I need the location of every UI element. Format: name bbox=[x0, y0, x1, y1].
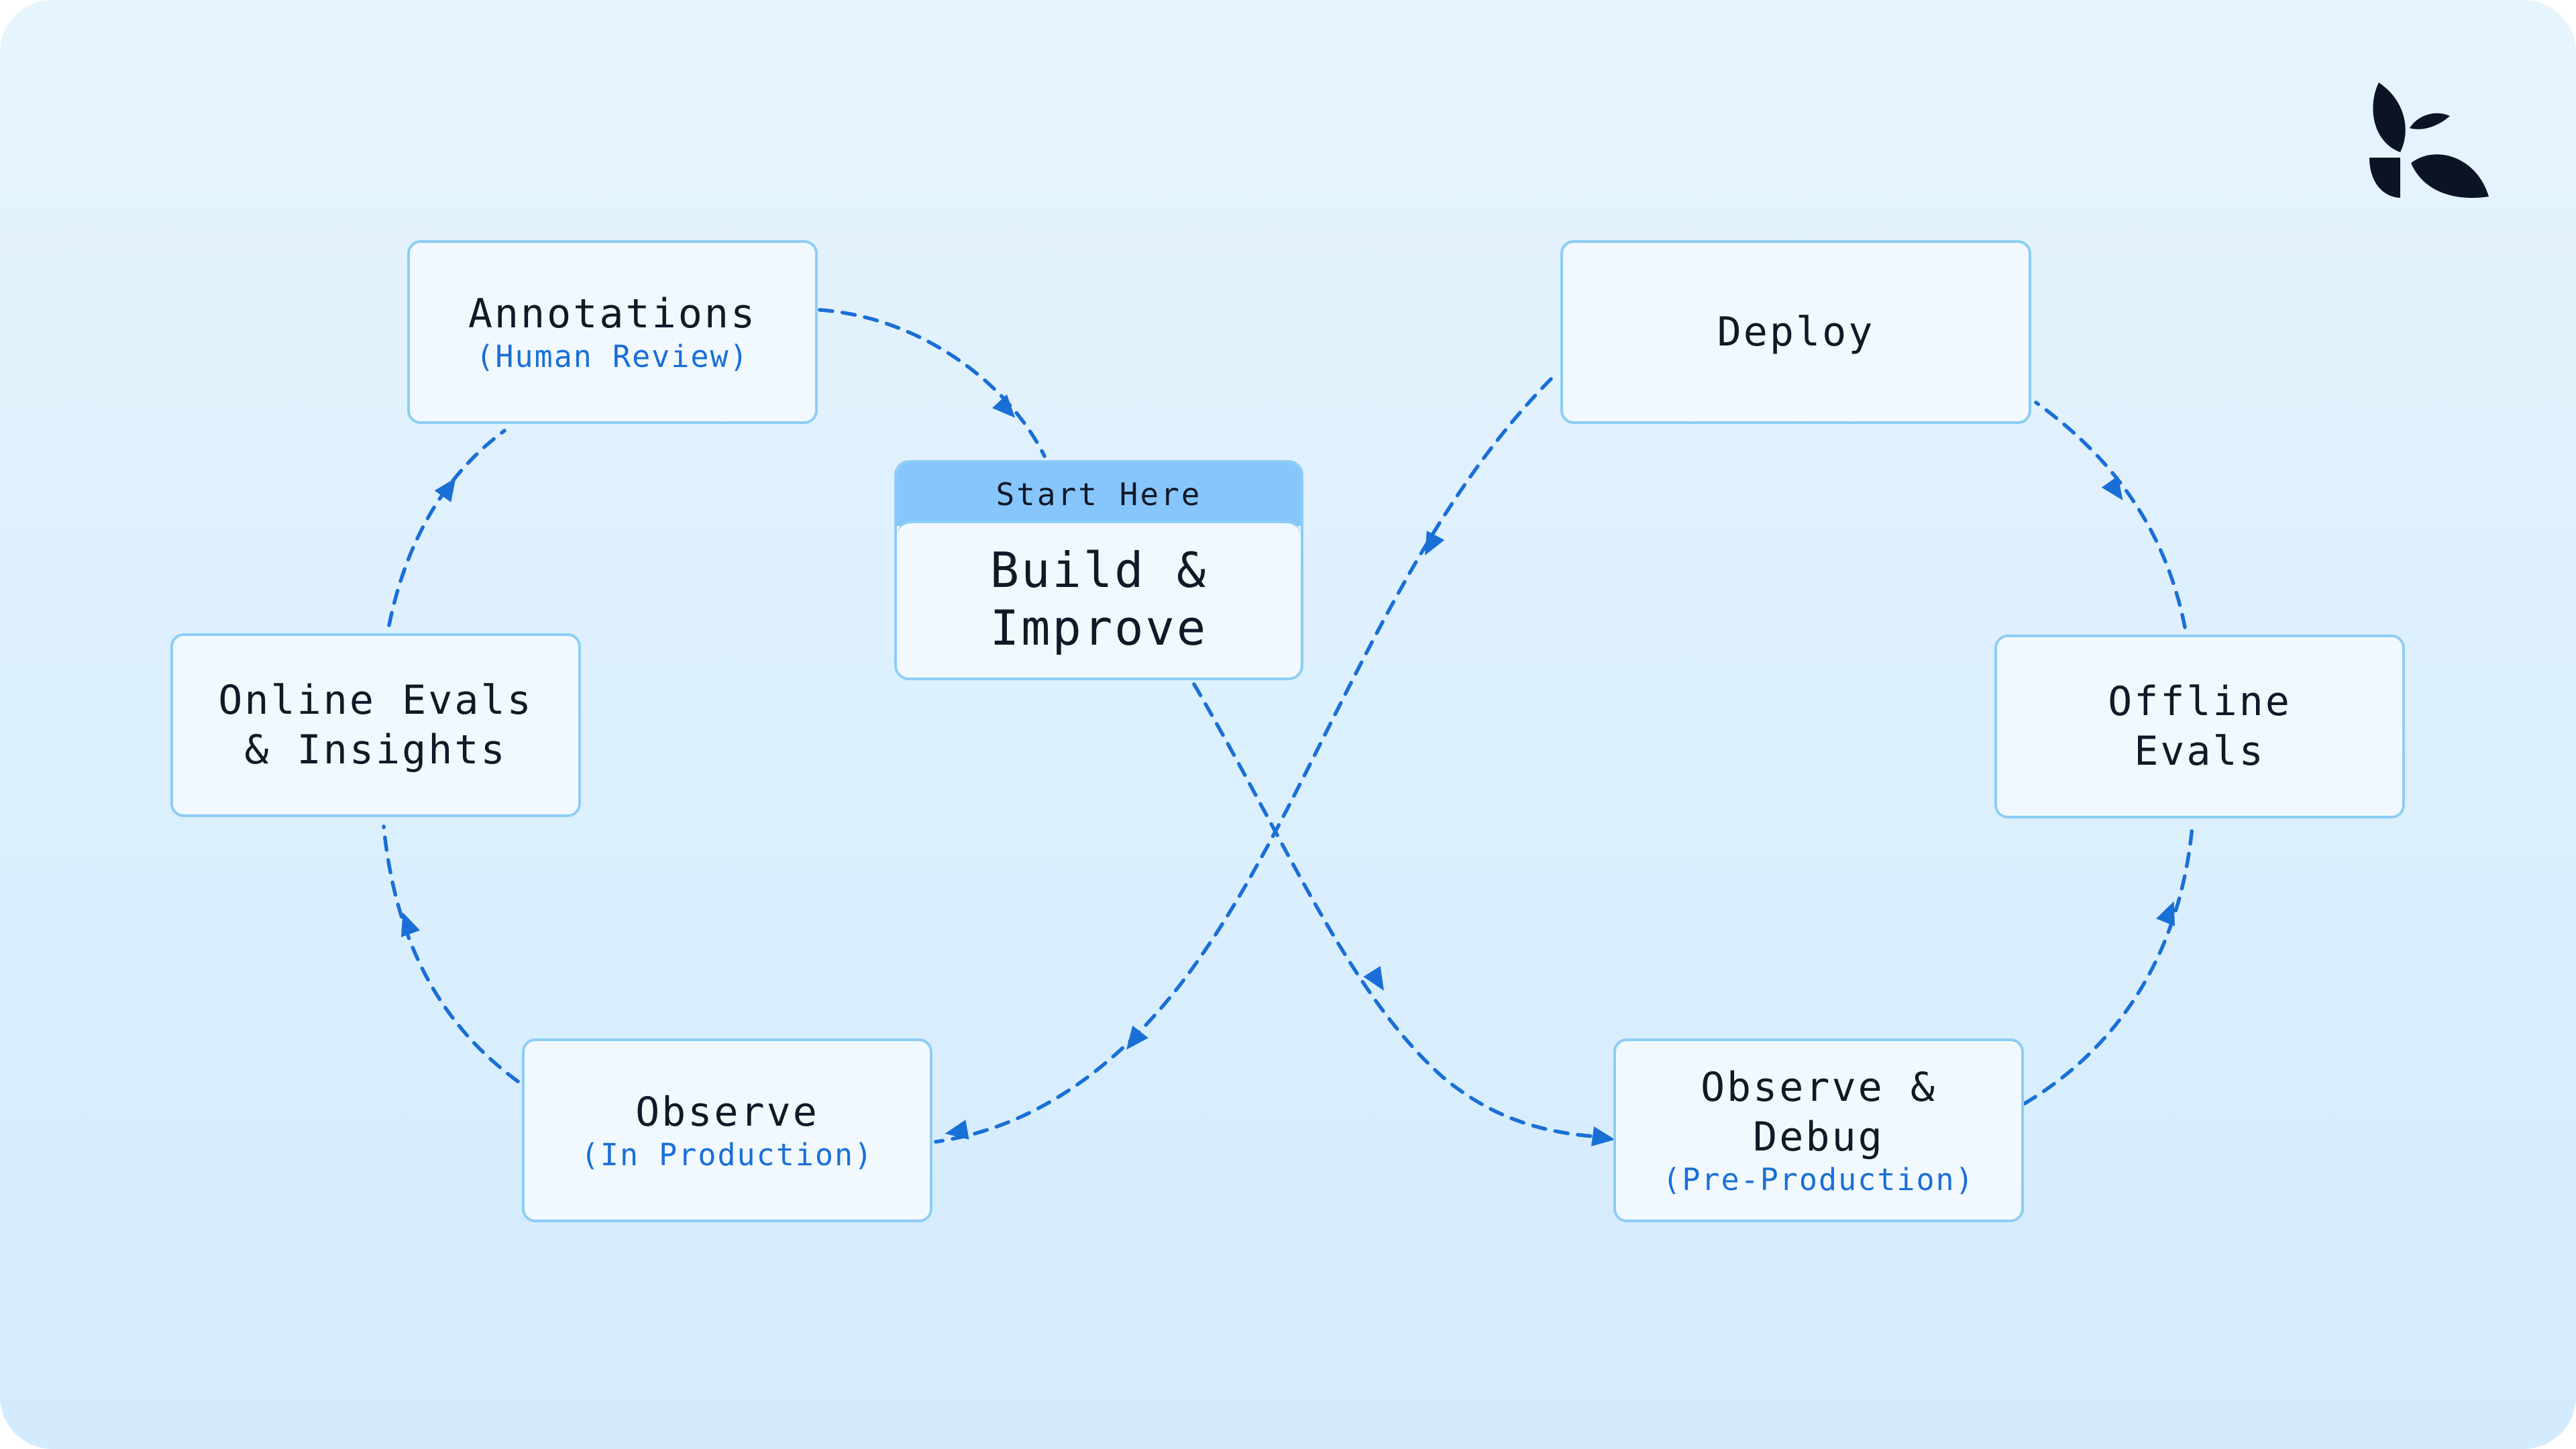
arrowhead bbox=[945, 1120, 969, 1140]
arrow-offline-to-deploy bbox=[2034, 400, 2187, 629]
arrowhead bbox=[2101, 476, 2123, 500]
arrowhead bbox=[1425, 530, 1445, 556]
node-build-improve: Start Here Build & Improve bbox=[894, 460, 1303, 680]
node-online-evals: Online Evals & Insights bbox=[170, 633, 581, 817]
node-title: Offline Evals bbox=[2108, 678, 2292, 775]
node-subtitle: (In Production) bbox=[580, 1137, 874, 1173]
arrowhead bbox=[1126, 1025, 1148, 1050]
arrow-observe-prod-to-online bbox=[382, 824, 520, 1083]
node-title: Deploy bbox=[1717, 309, 1875, 356]
node-annotations: Annotations (Human Review) bbox=[407, 240, 818, 424]
node-title: Observe bbox=[635, 1089, 819, 1136]
arrowhead bbox=[434, 478, 456, 502]
node-observe-production: Observe (In Production) bbox=[522, 1038, 932, 1222]
node-title: Observe & Debug bbox=[1700, 1064, 1937, 1161]
node-offline-evals: Offline Evals bbox=[1994, 635, 2405, 818]
arrowhead bbox=[992, 394, 1016, 418]
node-title: Online Evals & Insights bbox=[218, 677, 533, 773]
arrow-online-to-annotations bbox=[387, 429, 506, 627]
node-subtitle: (Human Review) bbox=[476, 339, 749, 374]
arrowhead bbox=[400, 912, 421, 938]
arrowhead bbox=[1591, 1126, 1615, 1146]
node-title: Annotations bbox=[468, 290, 757, 337]
node-observe-debug: Observe & Debug (Pre-Production) bbox=[1613, 1038, 2024, 1222]
node-deploy: Deploy bbox=[1560, 240, 2031, 424]
start-here-label: Start Here bbox=[897, 463, 1301, 526]
node-subtitle: (Pre-Production) bbox=[1662, 1162, 1975, 1197]
arrow-observe-debug-to-offline bbox=[2023, 824, 2194, 1106]
petal-logo-icon bbox=[2369, 83, 2489, 198]
arrow-annotations-to-build bbox=[818, 308, 1046, 458]
arrow-deploy-to-observe-prod bbox=[934, 377, 1553, 1144]
arrow-build-to-observe-debug bbox=[1192, 682, 1605, 1139]
node-title: Build & Improve bbox=[897, 521, 1301, 675]
arrowhead bbox=[1363, 966, 1385, 991]
arrowhead bbox=[2156, 901, 2175, 926]
